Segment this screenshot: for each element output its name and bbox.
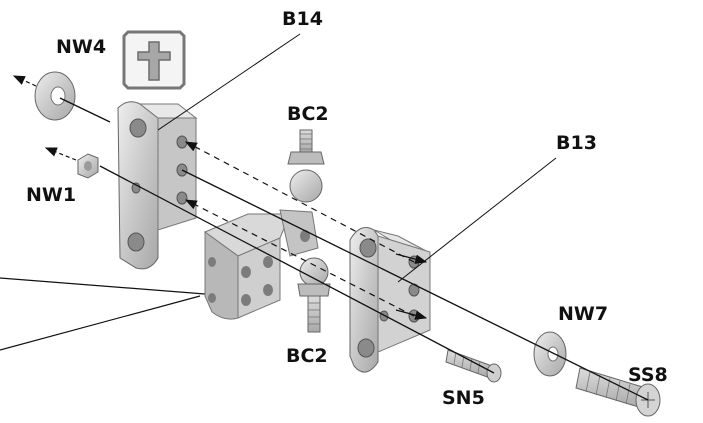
label-b13: B13: [556, 132, 597, 154]
nw4-washer: [34, 71, 76, 121]
label-nw1: NW1: [26, 184, 76, 206]
label-bc2-bottom: BC2: [286, 345, 328, 367]
label-bc2-top: BC2: [287, 103, 329, 125]
dashed-alignment-lines: [184, 141, 415, 317]
dagger-cross-icon: [122, 30, 186, 90]
bc2-top-ball-stud: [287, 129, 325, 203]
nw1-nut: [77, 153, 99, 179]
label-ss8: SS8: [628, 364, 668, 386]
label-nw4: NW4: [56, 36, 106, 58]
b13-hole-arrows: [395, 253, 428, 320]
assembly-axis-lines: [59, 97, 649, 401]
bc2-bottom-ball-stud: [297, 257, 331, 333]
label-leader-lines: [157, 33, 557, 283]
sn5-screw: [445, 349, 502, 383]
label-sn5: SN5: [442, 387, 485, 409]
left-leader-lines: [0, 277, 206, 351]
exit-arrows: [12, 75, 77, 161]
b14-bracket: [117, 101, 198, 270]
nw7-washer: [533, 331, 567, 377]
center-block: [203, 209, 319, 320]
label-nw7: NW7: [558, 303, 608, 325]
label-b14: B14: [282, 8, 323, 30]
